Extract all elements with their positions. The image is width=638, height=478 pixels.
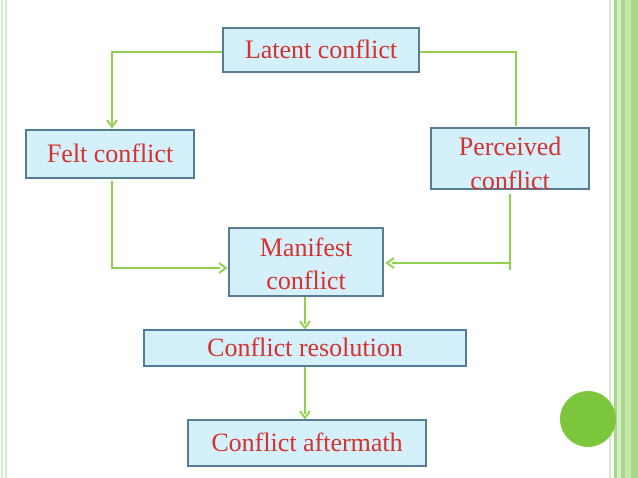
- arrowhead-right-icon: [218, 262, 228, 274]
- right-border-stripe: [631, 0, 638, 478]
- node-felt-conflict: Felt conflict: [25, 129, 195, 179]
- right-border-stripe: [609, 0, 611, 478]
- right-border-stripe: [614, 0, 617, 478]
- edge-perceived-to-manifest: [385, 194, 511, 270]
- node-conflict-aftermath: Conflict aftermath: [187, 419, 427, 467]
- edge-latent-to-perceived: [420, 51, 517, 126]
- node-latent-conflict: Latent conflict: [222, 27, 420, 73]
- right-border-stripe: [625, 0, 631, 478]
- arrowhead-down-icon: [299, 410, 311, 420]
- edge-manifest-to-resolution: [299, 297, 311, 330]
- node-manifest-conflict: Manifest conflict: [228, 227, 384, 297]
- right-border-stripe: [617, 0, 621, 478]
- left-border-stripe: [1, 0, 3, 478]
- arrowhead-left-icon: [385, 257, 395, 269]
- edge-resolution-to-aftermath: [299, 367, 311, 420]
- edge-latent-to-felt: [106, 51, 222, 129]
- edge-felt-to-manifest: [111, 181, 228, 274]
- node-conflict-resolution: Conflict resolution: [143, 329, 467, 367]
- right-border-stripe: [621, 0, 625, 478]
- arrowhead-down-icon: [106, 119, 118, 129]
- decorative-circle: [560, 391, 616, 447]
- left-border-stripe: [5, 0, 7, 478]
- node-perceived-conflict: Perceived conflict: [430, 127, 590, 195]
- arrowhead-down-icon: [299, 320, 311, 330]
